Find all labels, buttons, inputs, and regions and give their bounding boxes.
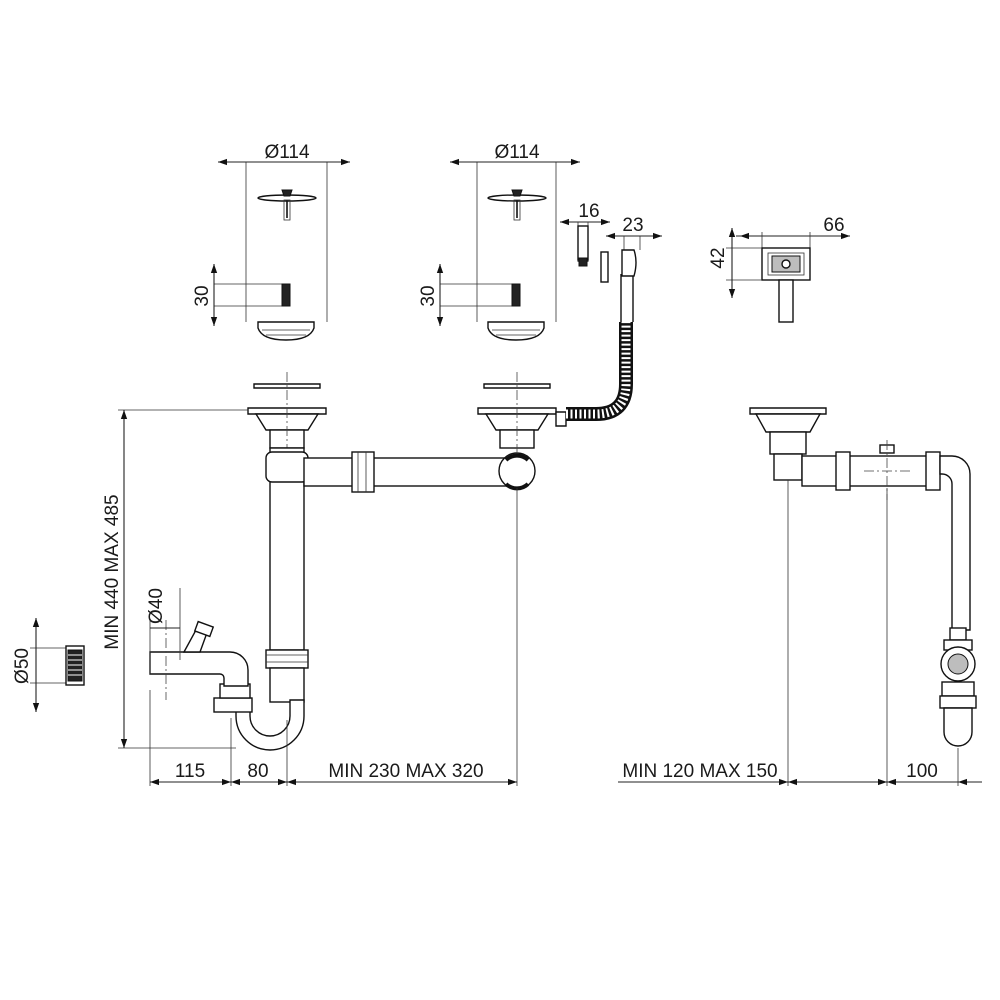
bottom-dimensions: 115 80 MIN 230 MAX 320 — [149, 488, 518, 786]
overflow-head-detail: 66 42 — [708, 215, 850, 323]
top-left-diameter-label: Ø114 — [264, 142, 310, 163]
side-view-assembly — [749, 407, 977, 747]
side-span-label: MIN 120 MAX 150 — [622, 761, 777, 782]
hose-diameter-dimension: Ø40 — [146, 588, 181, 660]
pin-length-label: 23 — [622, 215, 643, 236]
left-strainer-height-label: 30 — [192, 285, 213, 306]
left-strainer-detail: Ø114 30 — [192, 142, 350, 341]
pin-width-label: 16 — [578, 201, 599, 222]
bottom-center-label: 80 — [247, 761, 268, 782]
top-middle-diameter-label: Ø114 — [494, 142, 540, 163]
middle-strainer-height-label: 30 — [418, 285, 439, 306]
bottom-span-label: MIN 230 MAX 320 — [328, 761, 483, 782]
overflow-height-label: 42 — [708, 247, 729, 268]
front-view-assembly — [149, 249, 637, 751]
side-dimensions: MIN 120 MAX 150 100 — [618, 480, 982, 786]
middle-strainer-detail: Ø114 30 — [418, 142, 580, 341]
adapter-diameter-label: Ø50 — [12, 648, 33, 684]
overflow-pin-detail: 16 23 — [560, 201, 662, 283]
side-offset-label: 100 — [906, 761, 938, 782]
total-height-label: MIN 440 MAX 485 — [102, 494, 123, 649]
total-height-dimension: MIN 440 MAX 485 — [102, 409, 248, 749]
hose-diameter-label: Ø40 — [146, 588, 167, 624]
overflow-width-label: 66 — [823, 215, 844, 236]
adapter-detail: Ø50 — [12, 618, 85, 712]
bottom-left-label: 115 — [175, 761, 205, 782]
